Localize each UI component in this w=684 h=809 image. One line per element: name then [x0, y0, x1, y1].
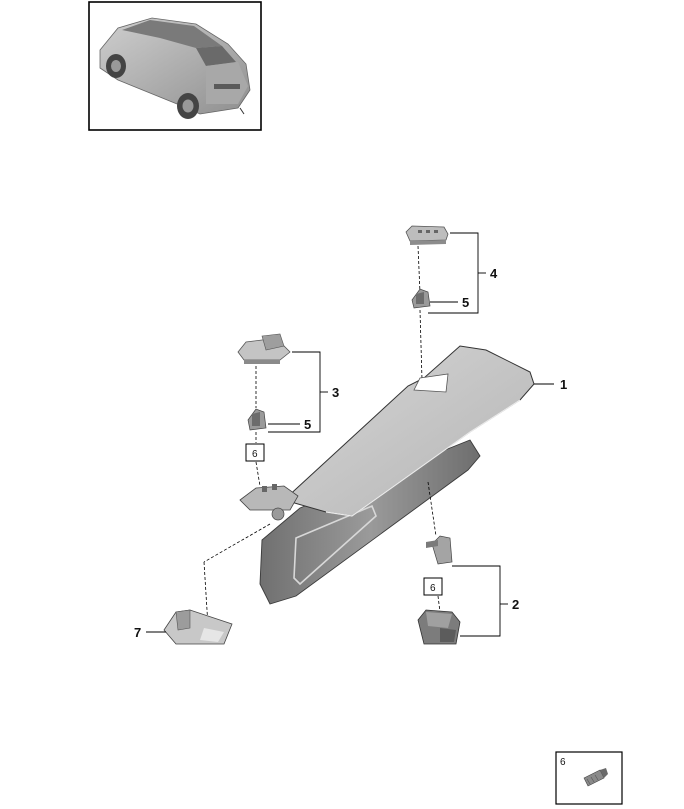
cover-plate-icon	[163, 609, 233, 645]
legend-screw-number: 6	[560, 757, 566, 768]
callout-1: 1	[560, 377, 567, 392]
ref-box-bracket-screw-label: 6	[252, 449, 258, 460]
cover-plate: 7	[134, 609, 233, 645]
ref-box-bracket-screw: 6	[245, 443, 265, 487]
sun-visor: 1	[203, 345, 567, 627]
vehicle-thumbnail	[88, 1, 262, 131]
right-bracket-assembly: 4 5	[405, 225, 498, 381]
callout-4: 4	[490, 266, 498, 281]
clip-housing-icon	[417, 609, 461, 645]
visor-pivot-icon	[239, 484, 299, 521]
callout-5-left: 5	[304, 417, 311, 432]
car-icon	[99, 17, 251, 119]
callout-3: 3	[332, 385, 339, 400]
visor-clip-assembly: 6 2	[417, 535, 519, 645]
right-bracket-icon	[405, 225, 449, 245]
clip-spring-icon	[426, 535, 453, 565]
callout-2: 2	[512, 597, 519, 612]
legend-screw-box: 6	[555, 751, 623, 805]
screw-icon	[583, 768, 608, 787]
right-lower-clip-icon	[411, 288, 431, 309]
left-bracket-icon	[237, 333, 291, 364]
left-lower-clip-icon	[247, 408, 267, 431]
left-bracket-assembly: 3 5	[237, 333, 339, 443]
ref-box-clip-screw	[423, 577, 443, 596]
callout-5-right: 5	[462, 295, 469, 310]
ref-box-clip-screw-label: 6	[430, 583, 436, 594]
callout-7: 7	[134, 625, 141, 640]
